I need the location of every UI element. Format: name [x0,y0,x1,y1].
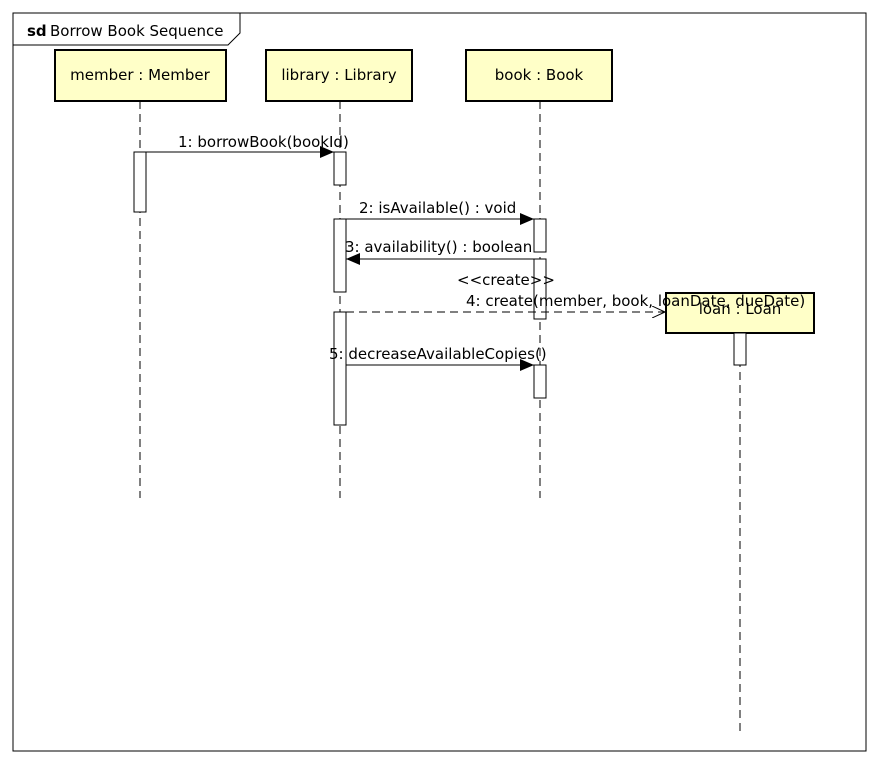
lifeline-head-book[interactable]: book : Book [465,49,613,102]
message-2-label: 2: isAvailable() : void [359,199,516,217]
lifeline-loan-label: loan : Loan [699,300,782,318]
activation-book-1 [533,218,547,253]
lifeline-library-label: library : Library [281,66,396,84]
frame-keyword: sd [27,22,47,40]
message-1-label: 1: borrowBook(bookId) [178,133,349,151]
frame-title-tab [13,13,241,46]
frame-title: Borrow Book Sequence [50,22,224,40]
lifeline-book-label: book : Book [495,66,584,84]
message-5-label: 5: decreaseAvailableCopies() [329,345,547,363]
activation-member [133,151,147,213]
message-3-label: 3: availability() : boolean [345,238,532,256]
lifeline-head-member[interactable]: member : Member [54,49,227,102]
activation-book-2 [533,258,547,320]
activation-library-1 [333,151,347,186]
activation-library-3 [333,311,347,426]
activation-book-3 [533,364,547,399]
lifeline-member-label: member : Member [70,66,210,84]
message-4-label: 4: create(member, book, loanDate, dueDat… [466,292,805,310]
diagram-frame [12,12,867,752]
activation-loan [733,332,747,366]
message-4-stereotype: <<create>> [457,271,555,289]
lifeline-head-library[interactable]: library : Library [265,49,413,102]
